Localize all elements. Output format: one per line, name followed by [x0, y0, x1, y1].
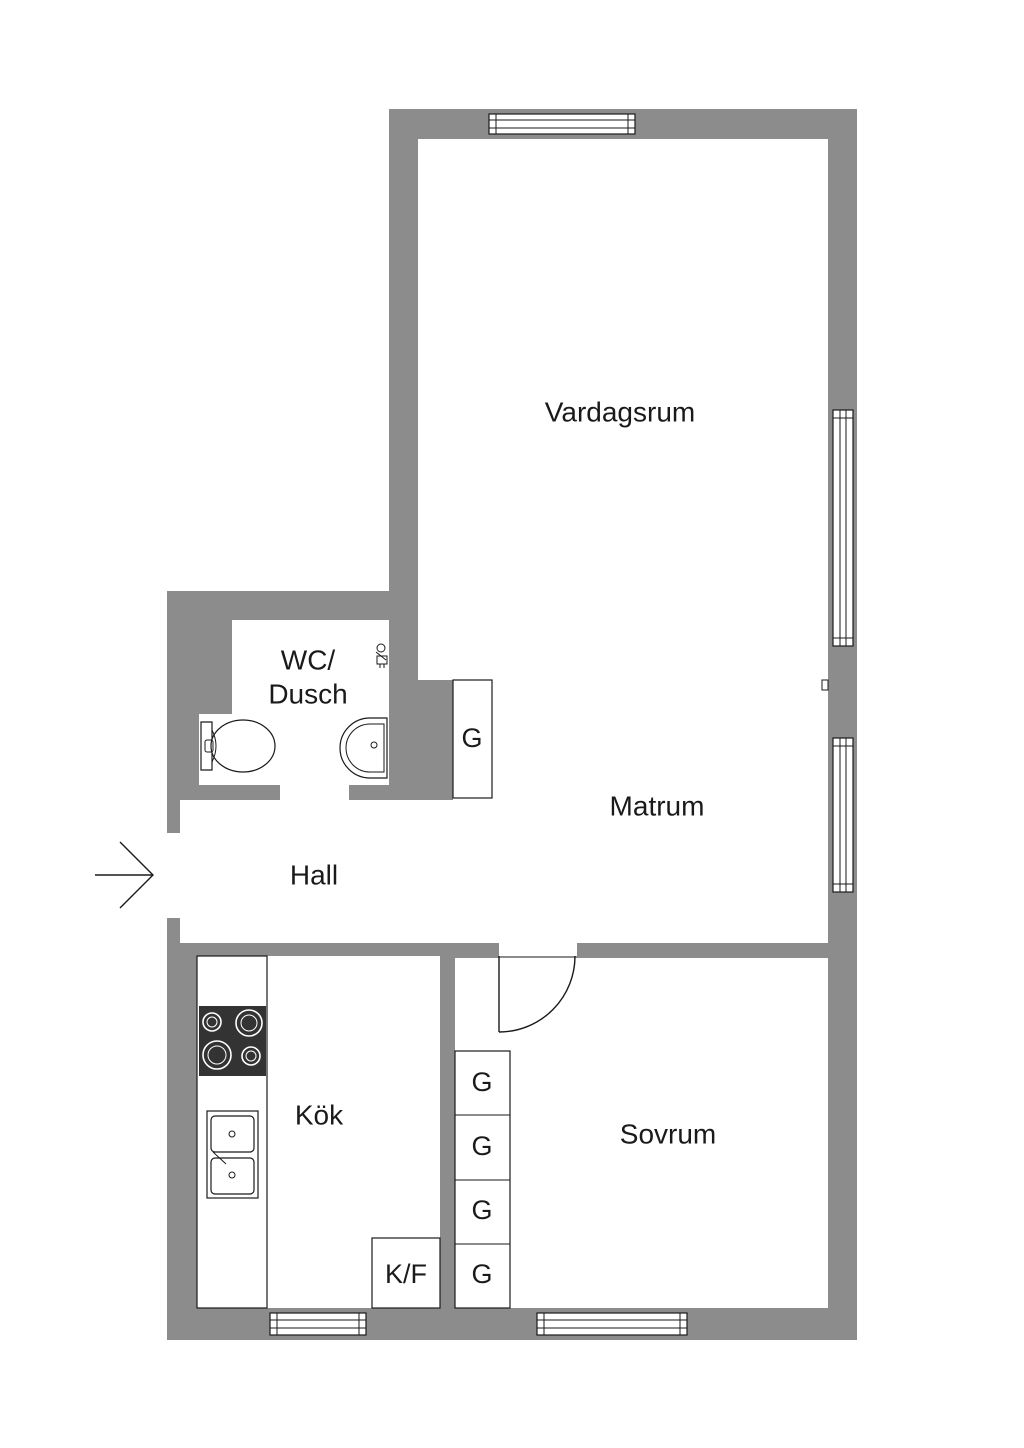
shower-head-icon [375, 643, 388, 668]
wardrobe-hall-label: G [461, 723, 482, 753]
toilet-icon [200, 719, 276, 773]
kitchen-counter [196, 955, 268, 1309]
entrance-arrow-icon [95, 841, 154, 909]
room-label-hall: Hall [290, 859, 338, 890]
wardrobe-hall: G [452, 679, 493, 799]
fridge-freezer: K/F [371, 1237, 441, 1309]
washbasin-icon [339, 717, 388, 779]
room-label-matrum: Matrum [610, 790, 705, 821]
bedroom-door [498, 955, 576, 1033]
room-label-sovrum: Sovrum [620, 1118, 716, 1149]
room-label-wc-line1: WC/ [281, 644, 336, 675]
room-label-wc-line2: Dusch [268, 678, 347, 709]
fridge-freezer-label: K/F [385, 1259, 427, 1289]
wardrobe-2-label: G [471, 1131, 492, 1161]
window-top [488, 113, 636, 135]
room-label-kok: Kök [295, 1099, 344, 1130]
stove-icon [199, 1006, 266, 1076]
wardrobe-4-label: G [471, 1259, 492, 1289]
wall-notch [821, 679, 829, 691]
window-bottom-kitchen [269, 1312, 367, 1336]
window-right-lower [832, 737, 854, 893]
wardrobes-bedroom: G G G G [454, 1050, 511, 1309]
room-label-vardagsrum: Vardagsrum [545, 396, 695, 427]
wardrobe-3-label: G [471, 1195, 492, 1225]
windows [269, 113, 854, 1336]
wardrobe-1-label: G [471, 1067, 492, 1097]
sink-icon [206, 1110, 259, 1199]
window-bottom-bedroom [536, 1312, 688, 1336]
window-right-upper [832, 409, 854, 647]
interior-walls [167, 591, 857, 1340]
